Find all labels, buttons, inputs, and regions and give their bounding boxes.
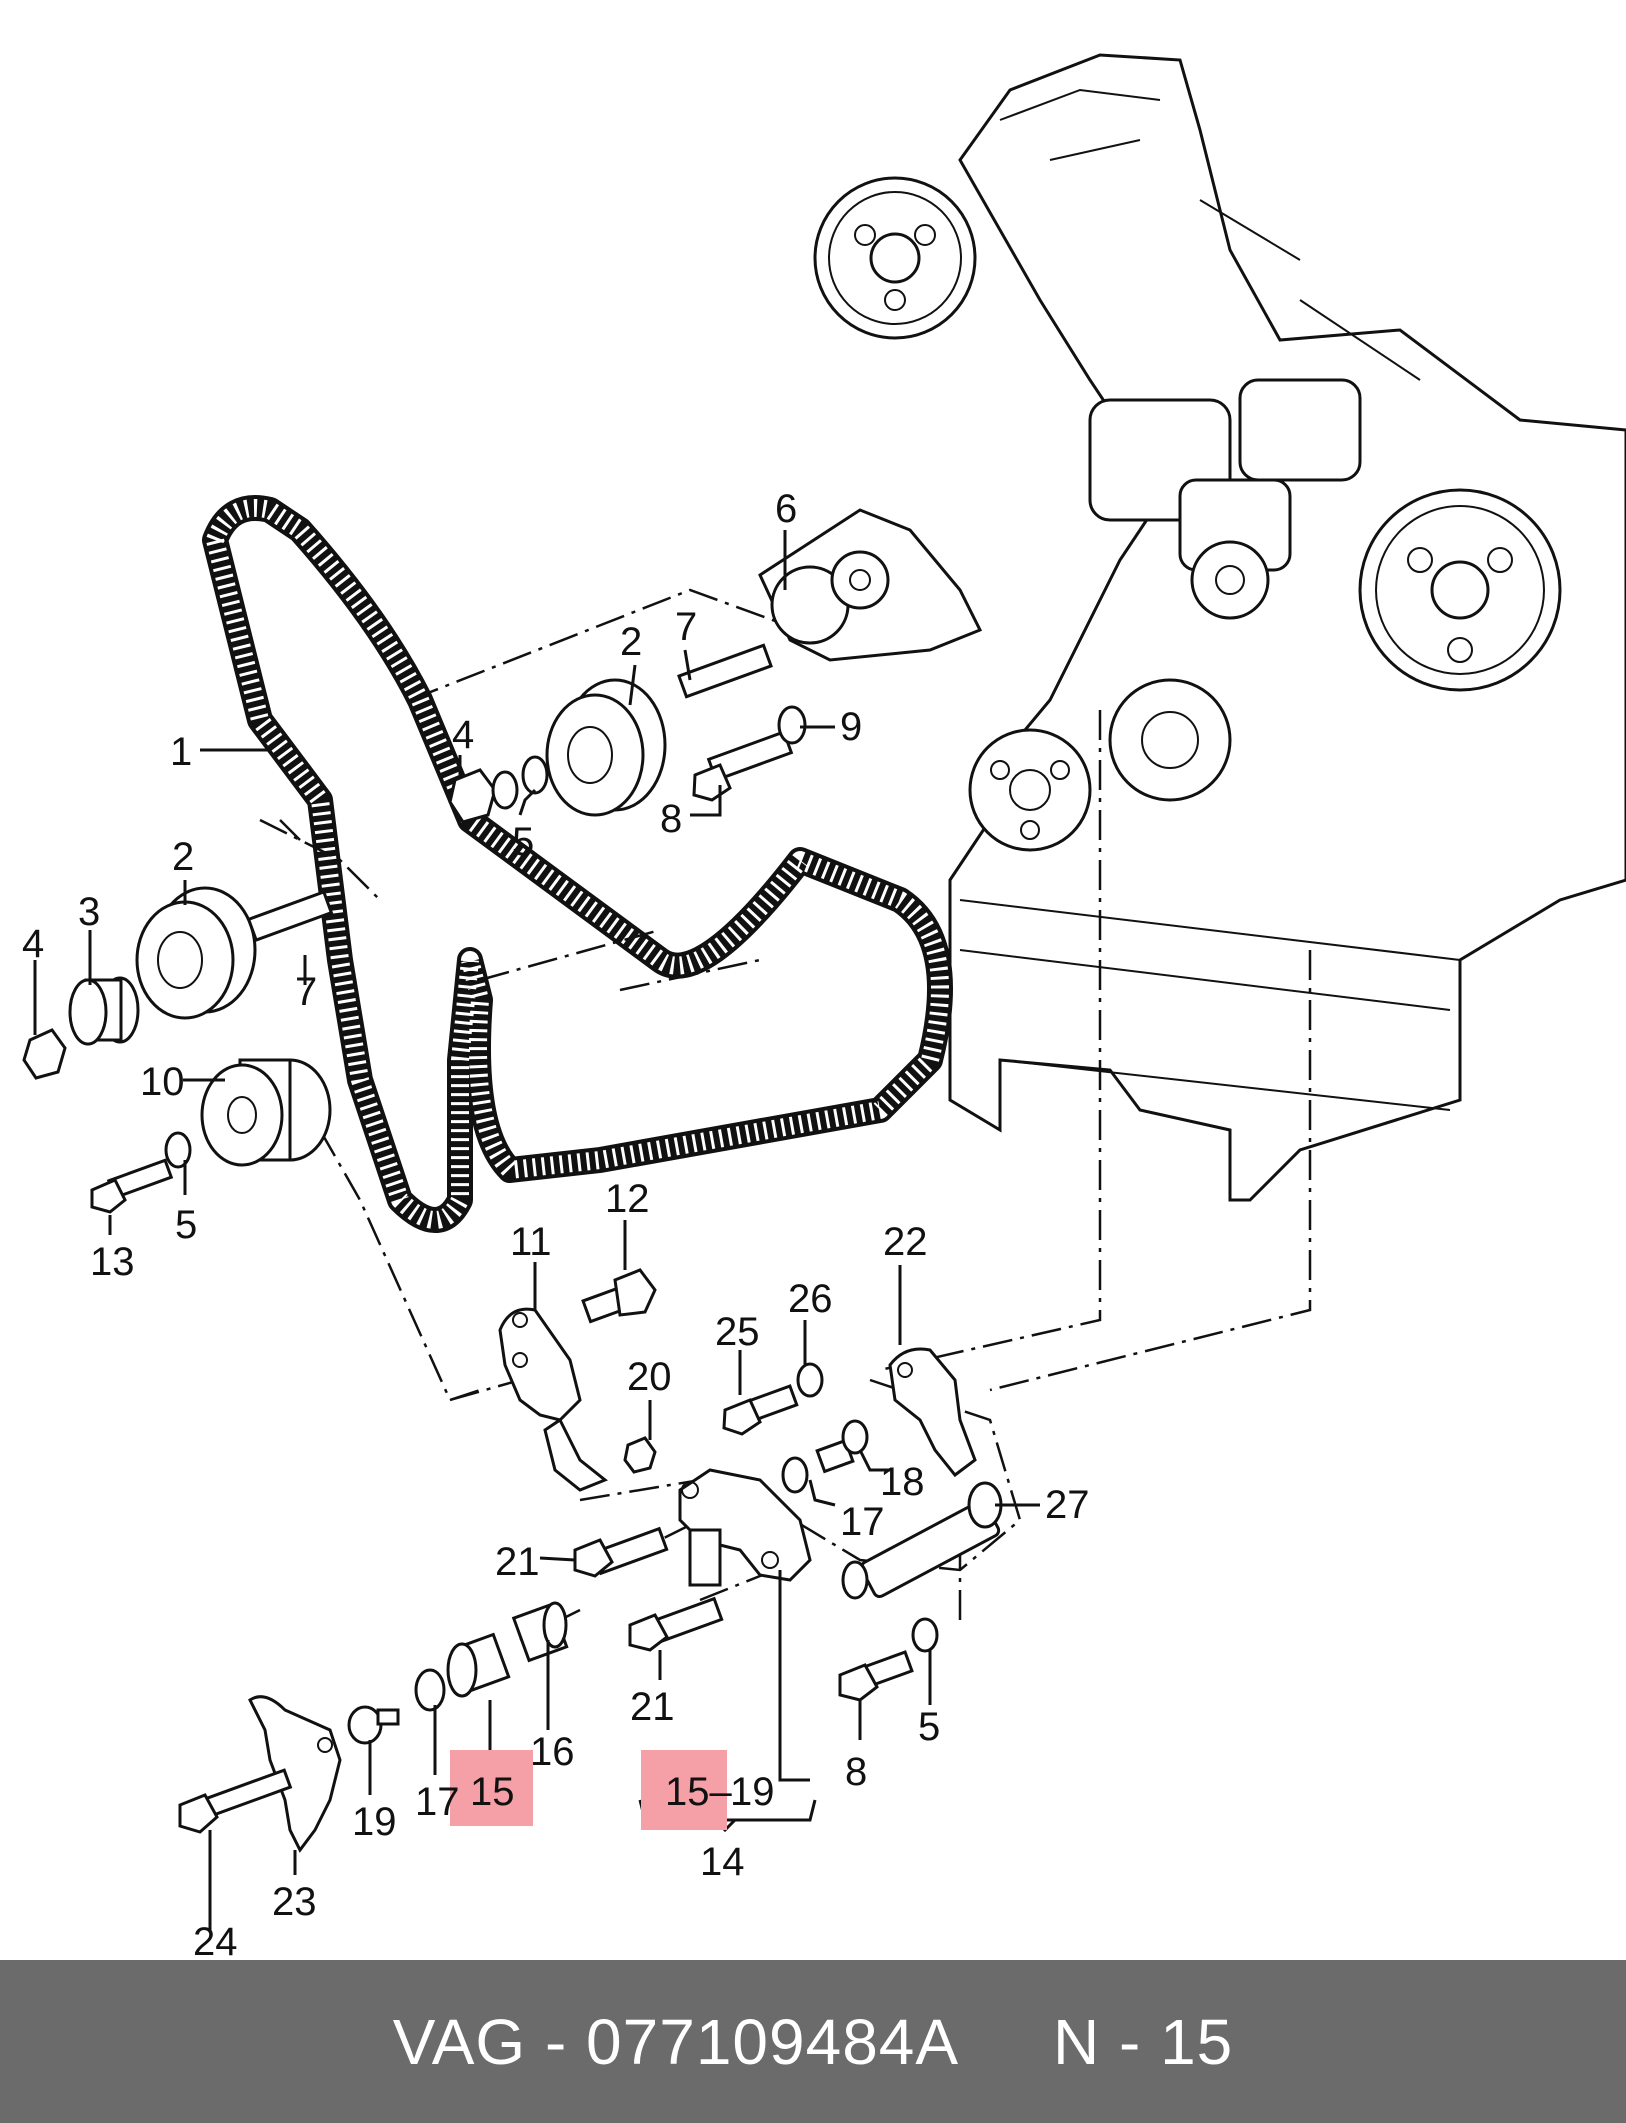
callout-15: 15 [470,1770,515,1814]
bolt-13 [90,1158,174,1214]
callout-2: 2 [172,835,194,879]
bushing-18 [815,1419,869,1474]
callout-2: 2 [620,620,642,664]
crankshaft-sprocket [1108,678,1232,802]
nut-4-left [22,1028,67,1080]
callout-24: 24 [193,1920,238,1960]
callout-22: 22 [883,1220,928,1264]
callout-12: 12 [605,1177,650,1221]
water-pump-pulley [968,728,1092,852]
sleeve-16 [511,1601,569,1663]
bolt-8-lower [838,1650,914,1702]
callout-8: 8 [660,797,682,841]
bolt-8-upper [692,730,794,802]
nut-4-upper [448,768,497,824]
callout-25: 25 [715,1310,760,1354]
idler-pulley-2-left [135,886,257,1020]
engine-block [813,53,1626,1202]
leader-lines [33,530,1040,1930]
callout-5: 5 [512,820,534,864]
callout-13: 13 [90,1240,135,1284]
bushing-15 [446,1632,511,1698]
callout-21: 21 [630,1685,675,1729]
timing-belt [202,495,953,1233]
callout-14: 14 [700,1840,745,1884]
callout-17: 17 [415,1780,460,1824]
guide-roller-10 [200,1058,332,1167]
bolt-12 [581,1268,657,1324]
callout-17: 17 [840,1500,885,1544]
nut-20 [623,1436,657,1474]
idler-pulley-2-upper [545,678,667,817]
callout-labels: 1 2 2 3 4 4 5 5 5 6 7 7 8 8 9 10 11 12 1… [22,487,1090,1960]
callout-4: 4 [22,922,44,966]
callout-27: 27 [1045,1483,1090,1527]
washer-5-lower [911,1617,939,1653]
washer-5-left [164,1131,192,1169]
highlight-15-right [641,1750,727,1830]
callout-23: 23 [272,1880,317,1924]
bolt-21-upper [573,1526,669,1578]
part-number-footer: VAG - 077109484A N - 15 [0,1960,1626,2123]
callout-5: 5 [918,1705,940,1749]
washer-5-upper-b [521,755,549,795]
highlight-15-left [450,1750,533,1826]
callout-8: 8 [845,1750,867,1794]
callout-19: 19 [352,1800,397,1844]
callout-11: 11 [510,1220,552,1264]
washer-17-left [414,1668,446,1712]
callout-18: 18 [880,1460,925,1504]
callout-9: 9 [840,705,862,749]
washer-17-right [781,1456,809,1494]
screw-19-left [347,1705,400,1745]
parts-diagram: 1 2 2 3 4 4 5 5 5 6 7 7 8 8 9 10 11 12 1… [22,53,1626,1960]
tensioner-pulley-6 [758,508,983,662]
bracket-23 [248,1695,342,1853]
spacer-3 [68,976,140,1046]
camshaft-sprocket-upper [813,176,977,340]
footer-gap [959,2005,1053,2079]
bracket-11 [498,1307,608,1492]
callout-26: 26 [788,1277,833,1321]
washer-26 [796,1362,824,1398]
callout-20: 20 [627,1355,672,1399]
bracket-22 [888,1347,977,1478]
callout-1: 1 [170,730,192,774]
stud-7-upper [677,643,773,699]
callout-7: 7 [295,970,317,1014]
callout-16: 16 [530,1730,575,1774]
footer-ref: N - 15 [1052,2005,1234,2078]
footer-separator: - [526,2005,587,2078]
bolt-24 [178,1768,293,1834]
callout-21: 21 [495,1540,540,1584]
callout-5: 5 [175,1203,197,1247]
washer-9 [777,705,807,745]
bolt-25 [722,1384,799,1436]
callout-19: 19 [730,1770,775,1814]
washer-5-upper-a [491,770,519,810]
footer-brand: VAG [392,2005,527,2078]
tensioner-assembly-14 [678,1468,812,1587]
callout-6: 6 [775,487,797,531]
callout-15: 15– [665,1770,732,1814]
callout-4: 4 [452,713,474,757]
footer-part-number: 077109484A [586,2005,960,2078]
camshaft-sprocket-right [1358,488,1562,692]
callout-3: 3 [78,890,100,934]
bolt-21-lower [628,1596,724,1652]
callout-10: 10 [140,1060,185,1104]
stud-7-left [246,890,334,942]
callout-7: 7 [675,605,697,649]
